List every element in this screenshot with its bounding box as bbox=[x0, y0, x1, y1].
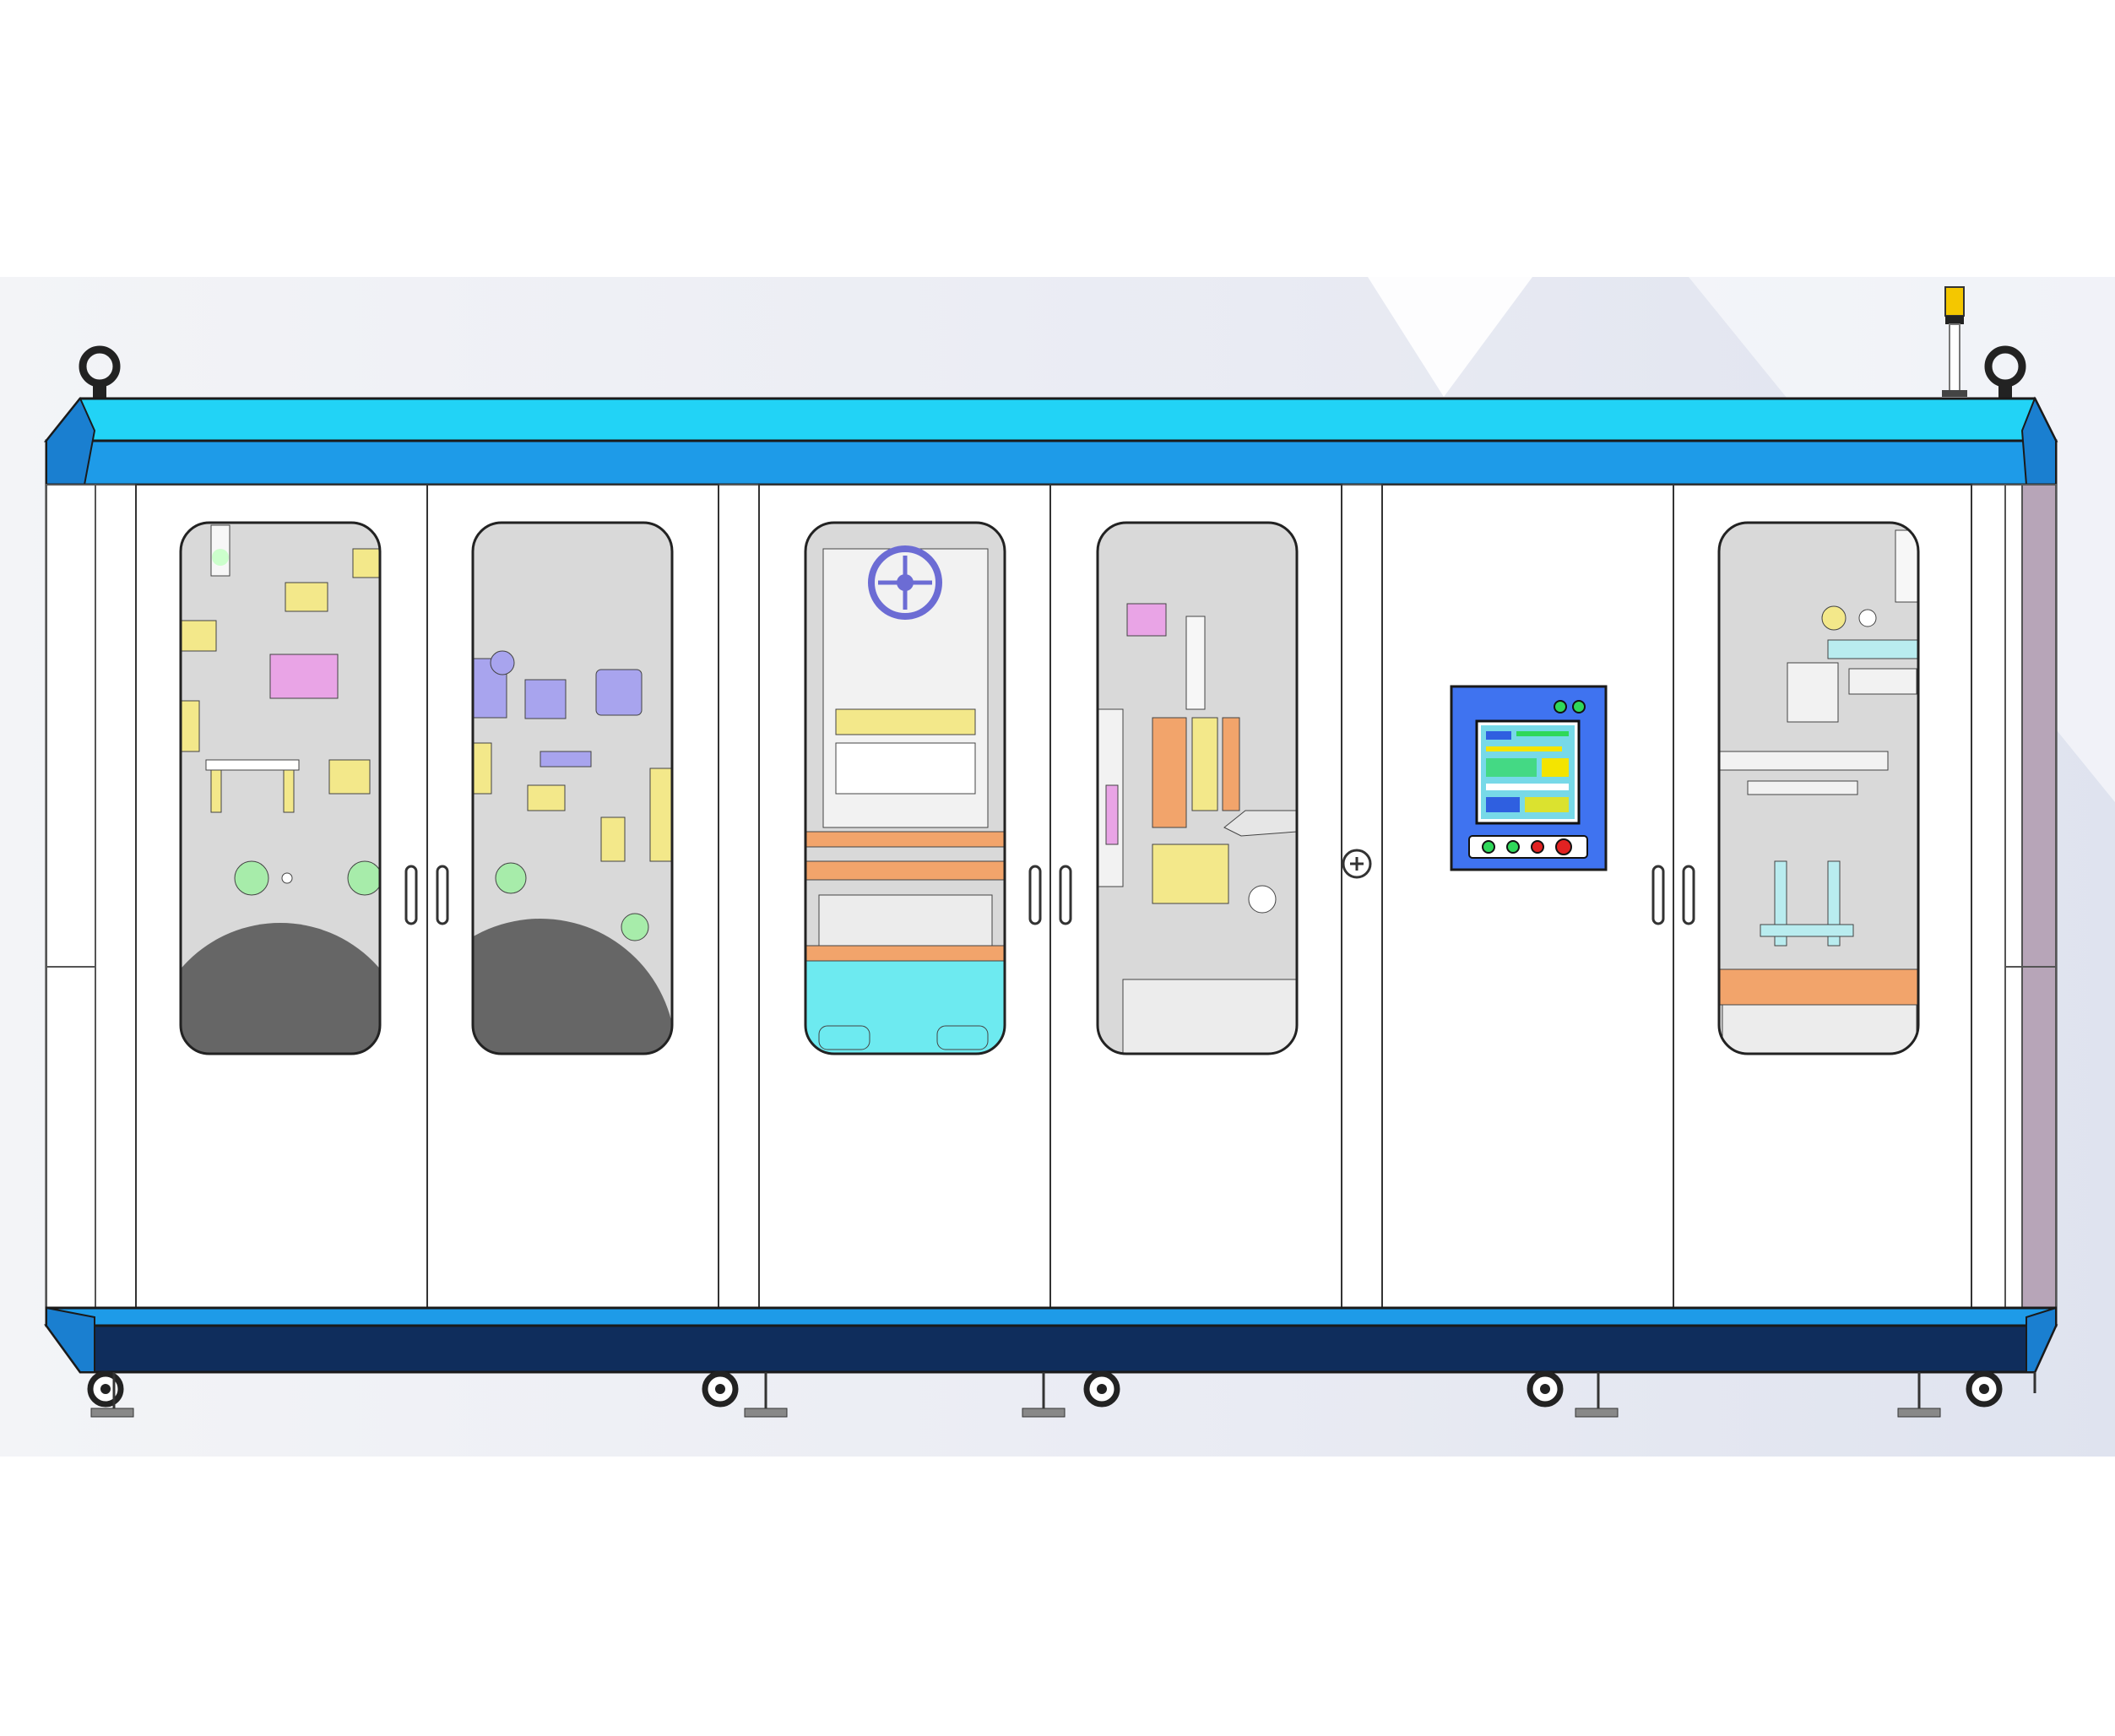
emergency-stop-button[interactable] bbox=[1555, 838, 1572, 855]
start-button[interactable] bbox=[1482, 840, 1495, 854]
top-frame bbox=[43, 396, 2058, 486]
window-wheel-station-left bbox=[179, 521, 382, 1055]
signal-light-tower bbox=[1942, 286, 1967, 397]
caster-wheel bbox=[1083, 1370, 1120, 1408]
door-5[interactable] bbox=[1381, 484, 1674, 1309]
door-lock-knob[interactable] bbox=[1342, 849, 1372, 879]
lifting-eye-right bbox=[1984, 345, 2026, 400]
reset-button[interactable] bbox=[1506, 840, 1520, 854]
caster-wheel bbox=[87, 1370, 124, 1408]
stop-button[interactable] bbox=[1531, 840, 1544, 854]
door-handle-pair-2[interactable] bbox=[1028, 865, 1072, 925]
base-frame bbox=[44, 1306, 2058, 1374]
window-press-station bbox=[804, 521, 1006, 1055]
lifting-eye-left bbox=[79, 345, 121, 400]
window-wheel-station-right bbox=[471, 521, 674, 1055]
indicator-light-icon bbox=[1572, 700, 1586, 713]
hmi-control-panel bbox=[1450, 685, 1608, 871]
touch-screen[interactable] bbox=[1475, 719, 1581, 825]
window-output-station bbox=[1717, 521, 1920, 1055]
leveling-foot bbox=[90, 1372, 134, 1418]
leveling-foot bbox=[1022, 1372, 1066, 1418]
window-transfer-station bbox=[1096, 521, 1299, 1055]
leveling-foot bbox=[744, 1372, 788, 1418]
caster-wheel bbox=[1527, 1370, 1564, 1408]
leveling-foot bbox=[1897, 1372, 1941, 1418]
caster-wheel bbox=[1966, 1370, 2003, 1408]
leveling-foot bbox=[1575, 1372, 1619, 1418]
door-handle-pair-3[interactable] bbox=[1651, 865, 1695, 925]
caster-wheel bbox=[702, 1370, 739, 1408]
door-handle-pair-1[interactable] bbox=[404, 865, 449, 925]
indicator-light-icon bbox=[1554, 700, 1567, 713]
